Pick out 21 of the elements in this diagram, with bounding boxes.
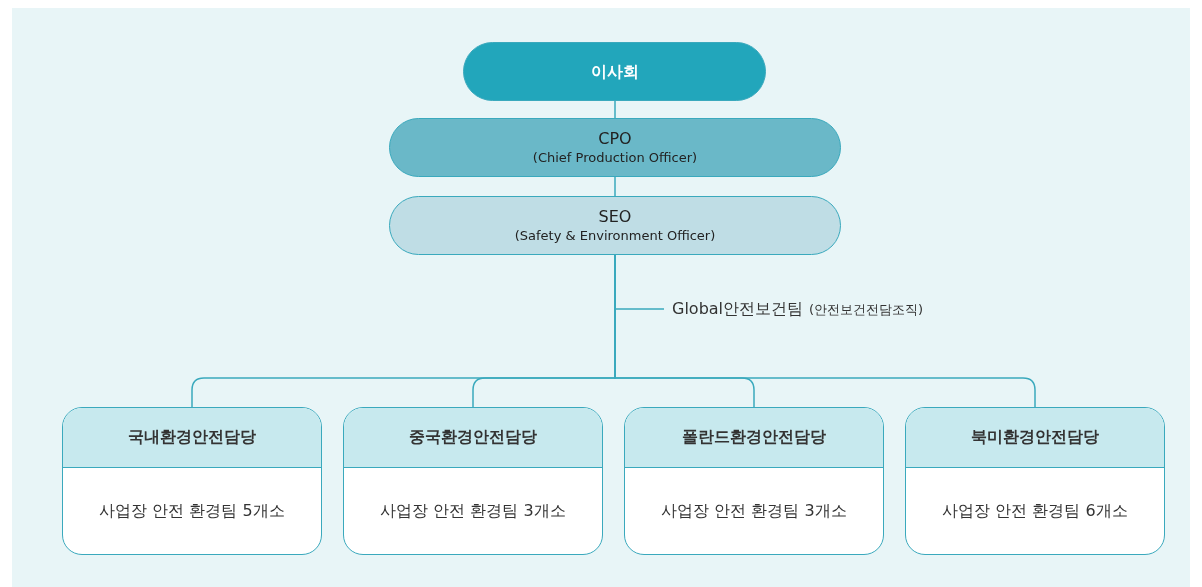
team-note: (안전보건전담조직)	[809, 302, 924, 317]
department-card	[62, 407, 322, 555]
team-label: Global안전보건팀	[672, 299, 804, 318]
connector-line	[614, 176, 616, 197]
connector-line	[614, 100, 616, 119]
team-count-text: 사업장 안전 환경팀 3개소	[660, 499, 848, 522]
card-header: 북미환경안전담당	[906, 408, 1164, 468]
role-subtitle: (Chief Production Officer)	[532, 149, 698, 166]
team-count-text: 사업장 안전 환경팀 6개소	[941, 499, 1129, 522]
department-card	[343, 407, 603, 555]
role-title: 이사회	[590, 61, 639, 82]
department-card	[624, 407, 884, 555]
card-header: 중국환경안전담당	[344, 408, 602, 468]
team-count-text: 사업장 안전 환경팀 3개소	[379, 499, 567, 522]
card-header: 폴란드환경안전담당	[625, 408, 883, 468]
role-subtitle: (Safety & Environment Officer)	[514, 227, 716, 244]
department-card	[905, 407, 1165, 555]
card-header: 국내환경안전담당	[63, 408, 321, 468]
role-title: CPO	[598, 129, 632, 149]
team-count-text: 사업장 안전 환경팀 5개소	[98, 499, 286, 522]
role-title: SEO	[598, 207, 632, 227]
